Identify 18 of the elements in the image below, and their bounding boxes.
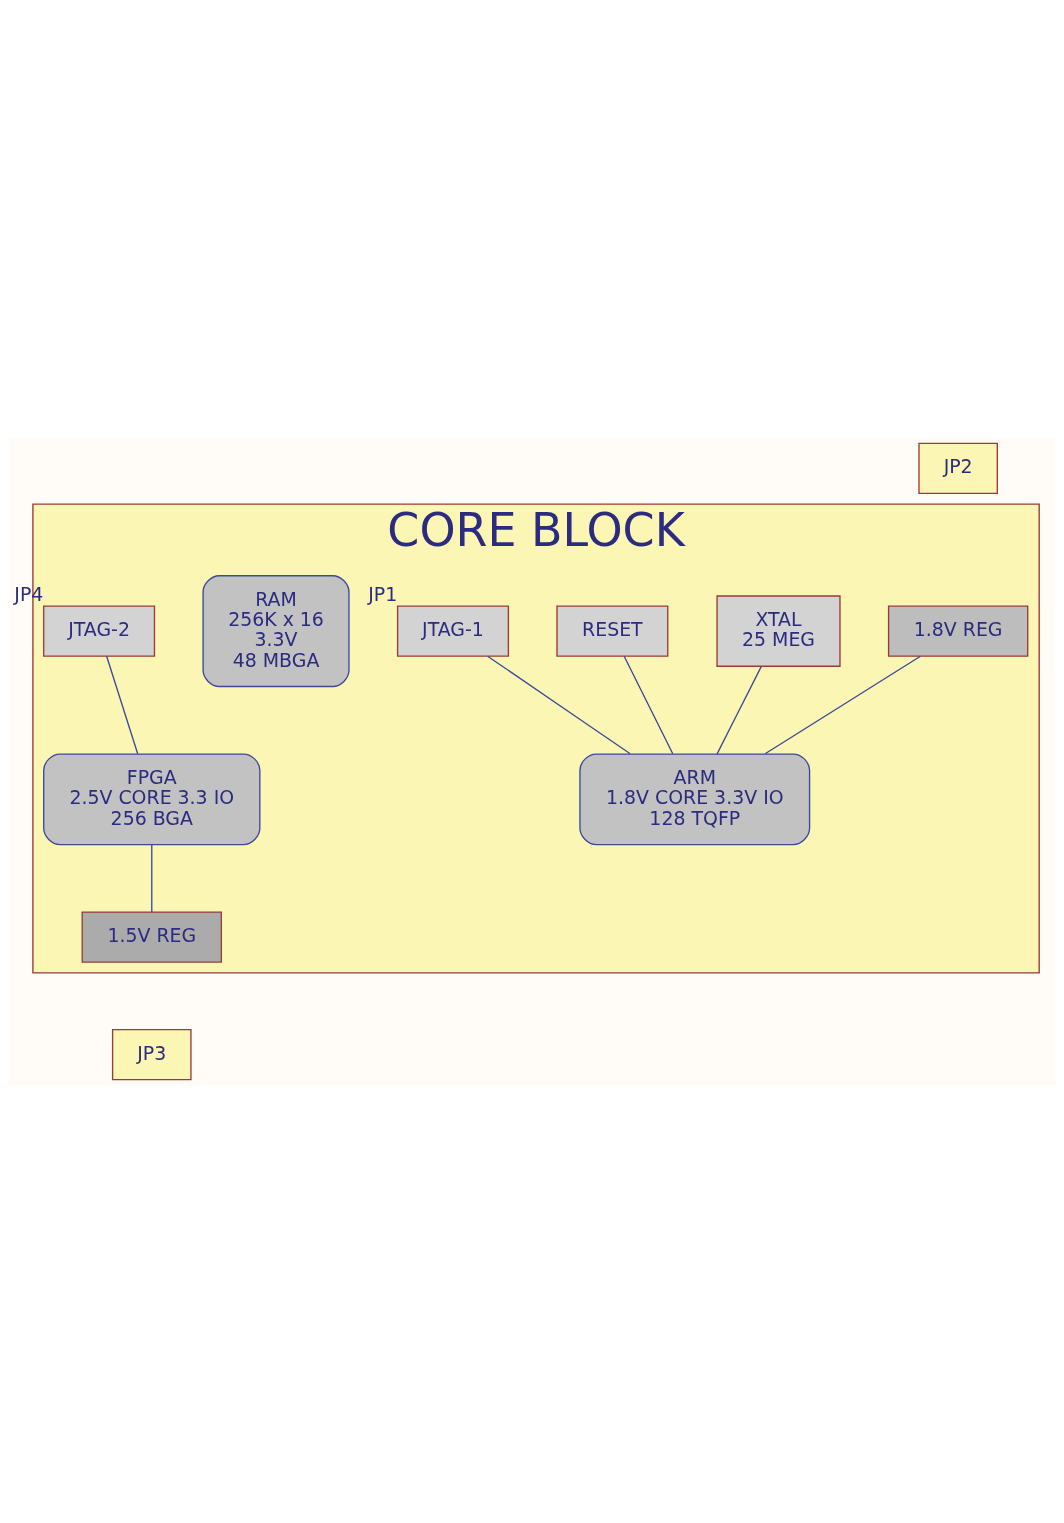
connector (486, 655, 631, 755)
connector (623, 655, 674, 755)
connector (764, 655, 922, 755)
node-box: ARM 1.8V CORE 3.3V IO 128 TQFP (579, 753, 811, 846)
connector (151, 844, 153, 913)
node-box: XTAL 25 MEG (716, 595, 841, 667)
node-box: JP3 (111, 1028, 192, 1081)
connector (105, 655, 139, 755)
node-box: JTAG-2 (43, 605, 156, 657)
node-box: RESET (556, 605, 669, 657)
connector (716, 665, 763, 755)
node-box: JP2 (918, 442, 998, 495)
node-box: 1.5V REG (81, 911, 222, 963)
node-box: 1.8V REG (887, 605, 1029, 657)
node-label: JP1 (368, 583, 398, 606)
node-box: JTAG-1 (396, 605, 510, 657)
node-box: RAM 256K x 16 3.3V 48 MBGA (202, 575, 350, 688)
node-box: FPGA 2.5V CORE 3.3 IO 256 BGA (43, 753, 261, 846)
